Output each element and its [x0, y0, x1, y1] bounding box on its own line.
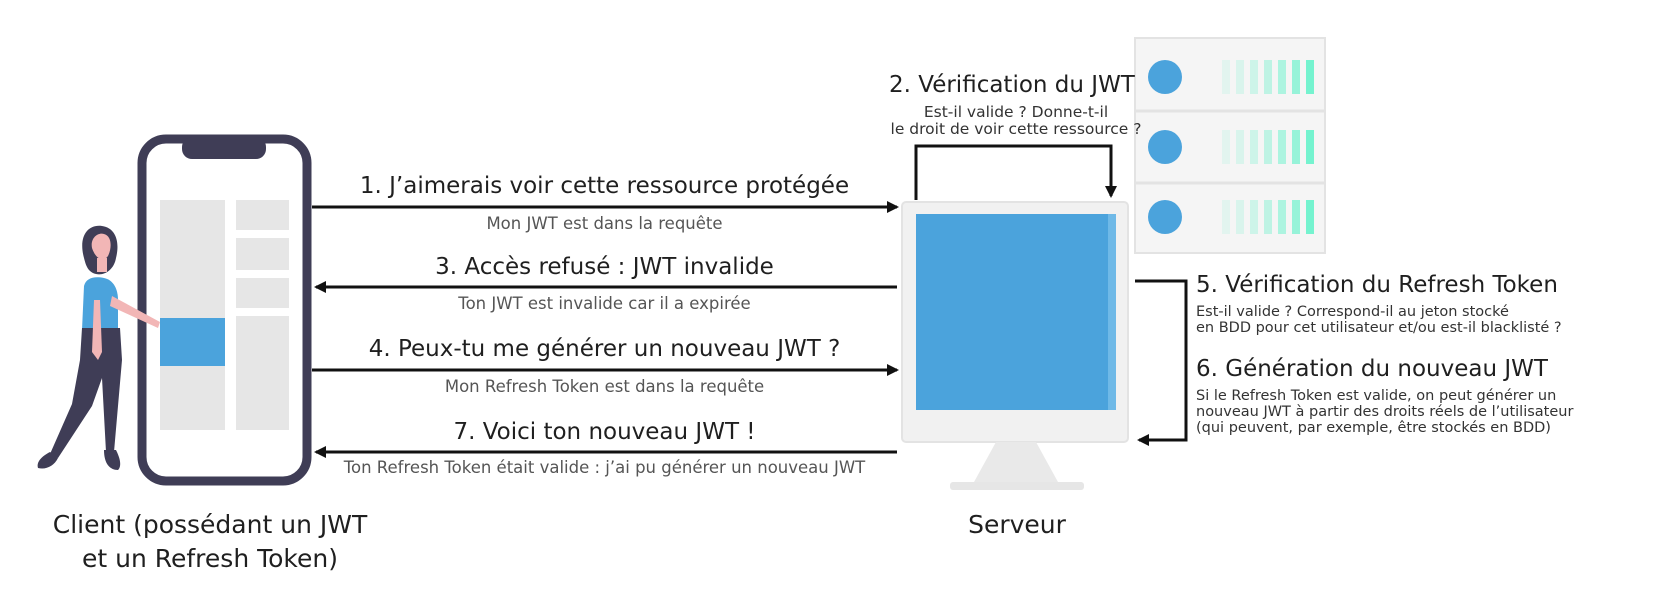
server-indicator-bar	[1278, 200, 1286, 234]
step1-detail: Mon JWT est dans la requête	[486, 214, 723, 233]
step6-title: 6. Génération du nouveau JWT	[1196, 356, 1548, 382]
arrows	[312, 144, 1188, 458]
step2-title: 2. Vérification du JWT	[889, 72, 1135, 98]
server-indicator-bar	[1292, 130, 1300, 164]
phone-illustration	[137, 134, 312, 486]
server-indicator-bar	[1222, 130, 1230, 164]
client-label-line2: et un Refresh Token)	[81, 544, 338, 573]
step7-title: 7. Voici ton nouveau JWT !	[453, 419, 756, 445]
arrow-server-loop	[1135, 279, 1188, 446]
step2-detail-line2: le droit de voir cette ressource ?	[890, 120, 1142, 138]
server-indicator-bar	[1292, 200, 1300, 234]
step6-detail-line3: (qui peuvent, par exemple, être stockés …	[1196, 420, 1551, 436]
server-indicator-bar	[1250, 130, 1258, 164]
client-label-line1: Client (possédant un JWT	[52, 510, 368, 539]
server-indicator-bar	[1306, 200, 1314, 234]
person-illustration	[37, 225, 160, 470]
step5-title: 5. Vérification du Refresh Token	[1196, 272, 1558, 298]
server-indicator-bar	[1250, 60, 1258, 94]
server-indicator-bar	[1278, 130, 1286, 164]
server-indicator-bar	[1264, 200, 1272, 234]
server-indicator-bar	[1236, 130, 1244, 164]
server-indicator-bar	[1250, 200, 1258, 234]
step1-title: 1. J’aimerais voir cette ressource proté…	[359, 173, 850, 199]
server-indicator-bar	[1278, 60, 1286, 94]
server-indicator-bar	[1236, 60, 1244, 94]
monitor-illustration	[901, 201, 1129, 490]
server-indicator-bar	[1222, 200, 1230, 234]
step7-detail: Ton Refresh Token était valide : j’ai pu…	[343, 458, 866, 477]
step3-detail: Ton JWT est invalide car il a expirée	[458, 294, 751, 313]
server-rack-illustration	[1134, 37, 1326, 254]
server-indicator-bar	[1306, 60, 1314, 94]
server-indicator-bar	[1236, 200, 1244, 234]
server-indicator-bar	[1306, 130, 1314, 164]
step6-detail-line2: nouveau JWT à partir des droits réels de…	[1196, 404, 1574, 420]
server-indicator-bar	[1292, 60, 1300, 94]
step5-detail-line1: Est-il valide ? Correspond-il au jeton s…	[1196, 304, 1509, 320]
server-label: Serveur	[968, 510, 1066, 539]
server-indicator-bar	[1264, 130, 1272, 164]
step3-title: 3. Accès refusé : JWT invalide	[435, 254, 774, 280]
arrow-verify-jwt-loop	[914, 144, 1117, 200]
step4-title: 4. Peux-tu me générer un nouveau JWT ?	[368, 336, 841, 362]
step2-detail-line1: Est-il valide ? Donne-t-il	[923, 103, 1109, 121]
server-indicator-bar	[1264, 60, 1272, 94]
step5-detail-line2: en BDD pour cet utilisateur et/ou est-il…	[1196, 320, 1562, 336]
server-indicator-bar	[1222, 60, 1230, 94]
step4-detail: Mon Refresh Token est dans la requête	[444, 377, 765, 396]
step6-detail-line1: Si le Refresh Token est valide, on peut …	[1196, 388, 1557, 404]
